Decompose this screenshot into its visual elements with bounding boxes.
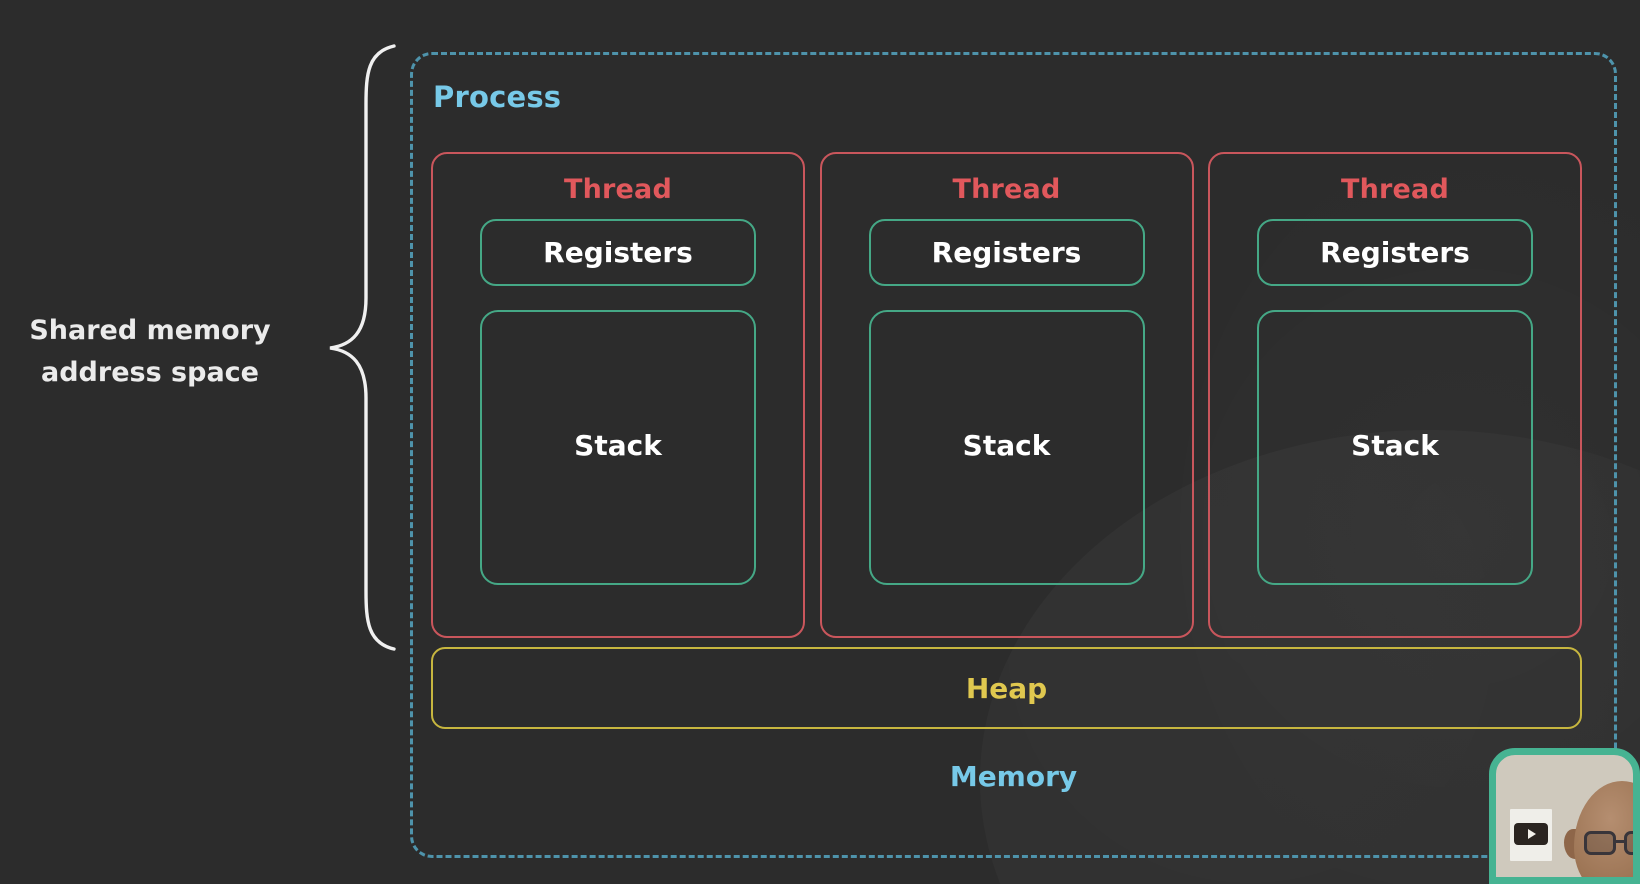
memory-label: Memory: [949, 760, 1078, 793]
glasses-left-lens: [1584, 831, 1616, 855]
stack-label: Stack: [574, 429, 662, 462]
registers-label: Registers: [543, 236, 693, 269]
shared-memory-annotation-line1: Shared memory: [29, 315, 271, 346]
play-triangle-icon: [1528, 829, 1536, 839]
shared-memory-annotation-line2: address space: [41, 356, 259, 388]
wall-poster: [1510, 809, 1552, 861]
thread-label: Thread: [1340, 174, 1449, 205]
registers-label: Registers: [1320, 236, 1470, 269]
thread-box: Thread Registers Stack: [431, 152, 805, 638]
curly-brace-icon: [329, 44, 396, 651]
glasses-bridge: [1616, 840, 1624, 843]
stack-box: Stack: [1257, 310, 1533, 585]
heap-box: Heap: [431, 647, 1582, 729]
shared-memory-annotation: Shared memory address space: [10, 310, 290, 394]
registers-box: Registers: [1257, 219, 1533, 286]
webcam-overlay[interactable]: [1489, 748, 1640, 884]
process-container: [410, 52, 1617, 858]
registers-box: Registers: [480, 219, 756, 286]
stack-box: Stack: [480, 310, 756, 585]
stack-label: Stack: [1351, 429, 1439, 462]
registers-label: Registers: [931, 236, 1082, 269]
thread-label: Thread: [952, 174, 1061, 205]
registers-box: Registers: [868, 219, 1145, 286]
thread-box: Thread Registers Stack: [819, 152, 1194, 638]
thread-label: Thread: [563, 174, 672, 205]
threads-row: Thread Registers Stack Thread Registers …: [431, 152, 1582, 638]
stack-box: Stack: [868, 310, 1145, 585]
glasses-icon: [1584, 831, 1633, 855]
glasses-right-lens: [1624, 831, 1633, 855]
stack-label: Stack: [962, 429, 1051, 462]
heap-label: Heap: [965, 671, 1048, 705]
play-button-icon: [1514, 823, 1548, 845]
thread-box: Thread Registers Stack: [1208, 152, 1582, 638]
process-label: Process: [433, 80, 562, 114]
